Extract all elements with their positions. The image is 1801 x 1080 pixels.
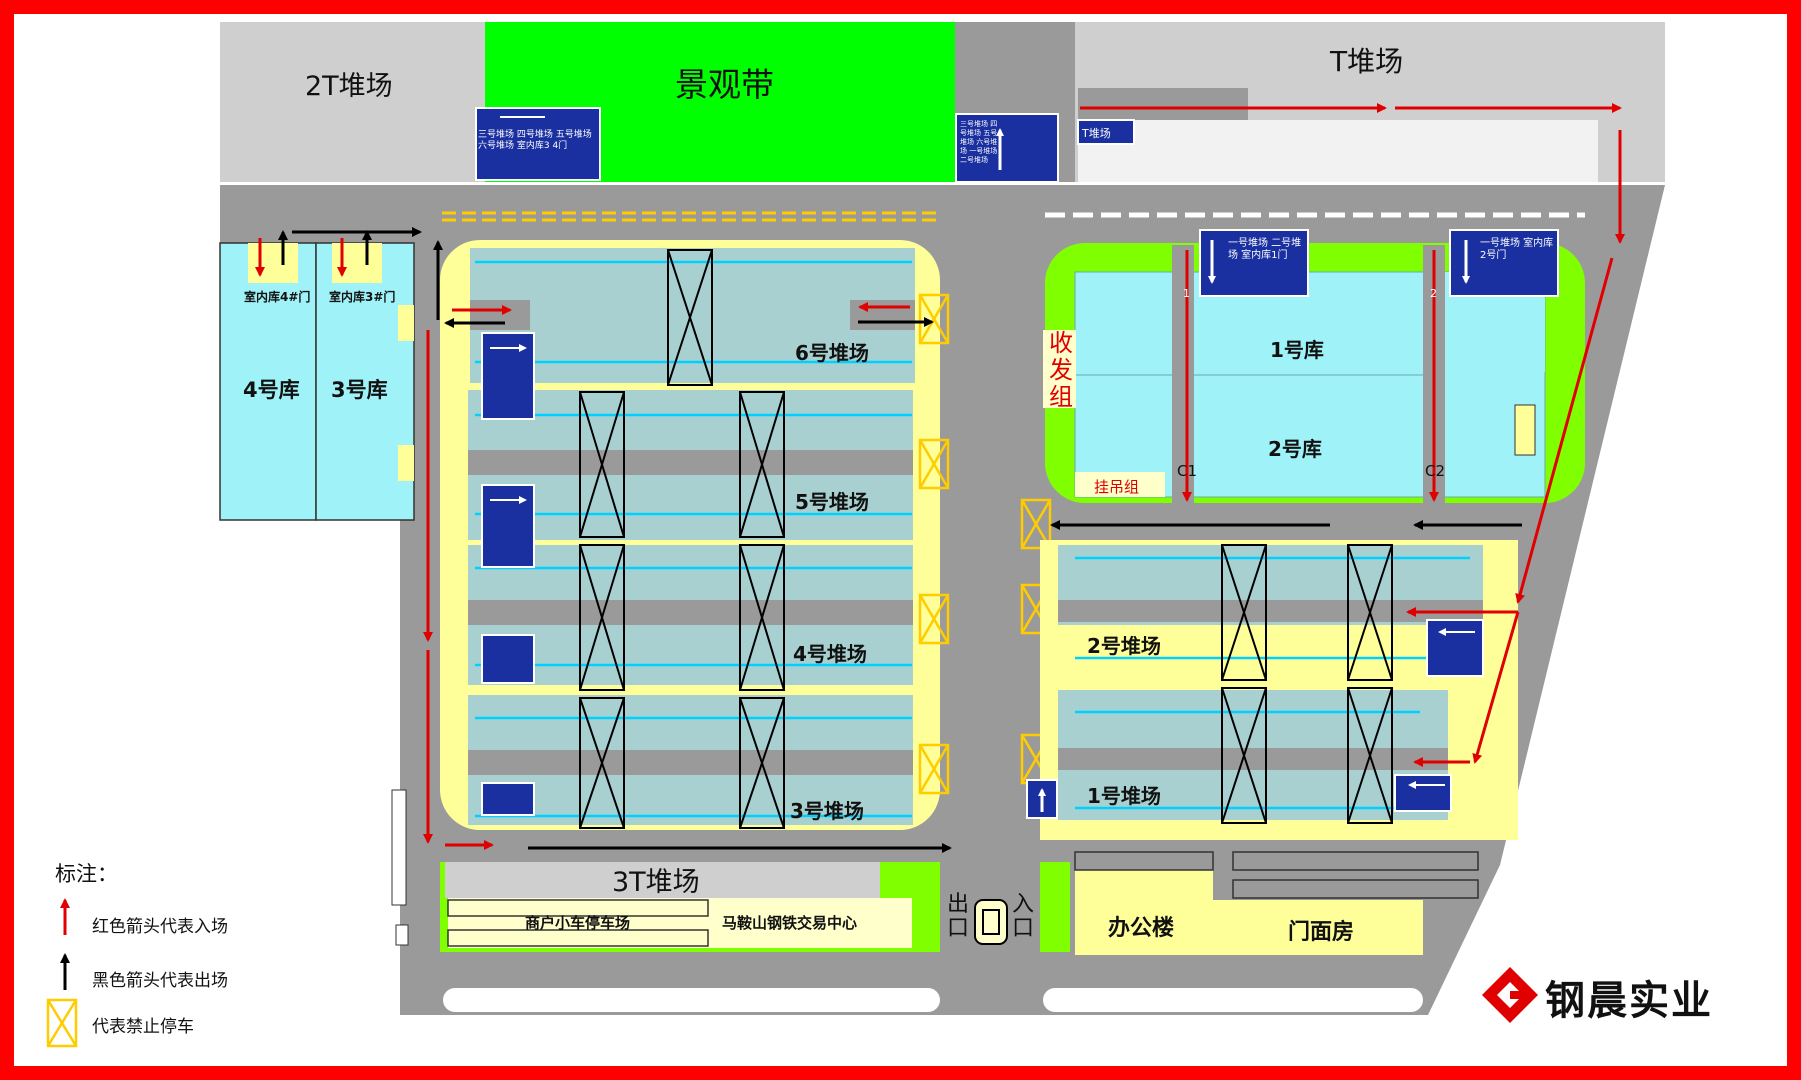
trading-center bbox=[710, 898, 912, 948]
trading-center-label: 马鞍山钢铁交易中心 bbox=[722, 914, 858, 932]
crane-boxes-right bbox=[1221, 544, 1393, 824]
legend-title: 标注： bbox=[55, 862, 118, 886]
sign-top-left bbox=[475, 107, 601, 181]
yard-3-label: 3号堆场 bbox=[790, 799, 864, 823]
warehouse-4-label: 4号库 bbox=[243, 378, 300, 402]
yard-lines-right bbox=[1075, 556, 1470, 810]
yard-2-label: 2号堆场 bbox=[1087, 634, 1161, 658]
gate-3-box bbox=[332, 243, 382, 283]
shop-front-label: 门面房 bbox=[1288, 919, 1355, 945]
dispatch-group-box bbox=[1043, 330, 1076, 408]
yard-lines-left bbox=[475, 260, 912, 818]
warehouse-2-label: 2号库 bbox=[1268, 437, 1322, 461]
sign-w2-text: 一号堆场 室内库2号门 bbox=[1480, 238, 1554, 261]
legend-entry-black: 黑色箭头代表出场 bbox=[92, 971, 228, 991]
shop-front bbox=[1213, 900, 1423, 955]
gate-c2-label: C2 bbox=[1425, 462, 1446, 480]
warehouse-1-label: 1号库 bbox=[1270, 338, 1324, 362]
office-building bbox=[1075, 870, 1213, 955]
parking-stalls-right bbox=[1074, 851, 1479, 899]
yard-6 bbox=[470, 248, 915, 383]
yard-1-label: 1号堆场 bbox=[1087, 784, 1161, 808]
legend-entry-red: 红色箭头代表入场 bbox=[92, 917, 228, 937]
sign-w2 bbox=[1449, 229, 1559, 297]
small-car-parking bbox=[448, 898, 710, 948]
legend-icons bbox=[46, 898, 78, 1048]
exit-arrows bbox=[278, 227, 1522, 853]
entry-arrows bbox=[255, 103, 1625, 850]
indoor-gate-3-label: 室内库3#门 bbox=[329, 290, 396, 304]
office-building-label: 办公楼 bbox=[1108, 915, 1175, 941]
yard-2t-label: 2T堆场 bbox=[305, 71, 393, 102]
legend-entry-no-parking: 代表禁止停车 bbox=[92, 1017, 194, 1037]
warehouse-3-label: 3号库 bbox=[331, 378, 388, 402]
hanging-group-box bbox=[1075, 472, 1165, 497]
brand-logo-icon bbox=[1482, 967, 1538, 1023]
dispatch-group-label: 收发组 bbox=[1049, 329, 1073, 411]
gate-c1-label: C1 bbox=[1177, 462, 1198, 480]
warehouse-3 bbox=[315, 242, 415, 521]
sign-w1-text: 一号堆场 二号堆场 室内库1门 bbox=[1228, 238, 1302, 261]
sign-t-yard-text: T堆场 bbox=[1082, 127, 1111, 140]
hanging-group-label: 挂吊组 bbox=[1094, 478, 1140, 496]
small-car-parking-label: 商户小车停车场 bbox=[525, 914, 631, 932]
brand-name: 钢晨实业 bbox=[1545, 978, 1713, 1024]
yard-2t bbox=[220, 22, 485, 182]
yard-4-label: 4号堆场 bbox=[793, 642, 867, 666]
yard-6-label: 6号堆场 bbox=[795, 341, 869, 365]
gate-2-tag: 2 bbox=[1430, 287, 1437, 300]
yard-3t-label: 3T堆场 bbox=[612, 867, 700, 898]
no-parking-icon bbox=[46, 998, 78, 1048]
sign-w1 bbox=[1199, 229, 1309, 297]
gate-icon bbox=[974, 899, 1008, 945]
crane-boxes-left bbox=[579, 249, 785, 829]
sign-t-yard bbox=[1077, 119, 1135, 145]
direction-signs bbox=[475, 107, 1559, 819]
yard-t-label: T堆场 bbox=[1330, 45, 1404, 78]
gate-1-tag: 1 bbox=[1183, 287, 1190, 300]
gate-4-box bbox=[248, 243, 298, 283]
entrance-label: 入口 bbox=[1012, 892, 1035, 941]
sign-top-center bbox=[955, 113, 1059, 183]
parking-stalls-left bbox=[447, 899, 709, 947]
yard-5-label: 5号堆场 bbox=[795, 490, 869, 514]
yard-3t bbox=[445, 862, 880, 898]
exit-label: 出口 bbox=[947, 892, 970, 941]
sign-top-center-text: 三号堆场 四号堆场 五号堆场 六号堆场 一号堆场 二号堆场 bbox=[960, 120, 998, 164]
yard-t-inner bbox=[1078, 120, 1598, 182]
landscape-belt-label: 景观带 bbox=[675, 65, 774, 104]
sign-top-left-text: 三号堆场 四号堆场 五号堆场 六号堆场 室内库3 4门 bbox=[478, 130, 592, 151]
indoor-gate-4-label: 室内库4#门 bbox=[244, 290, 311, 304]
